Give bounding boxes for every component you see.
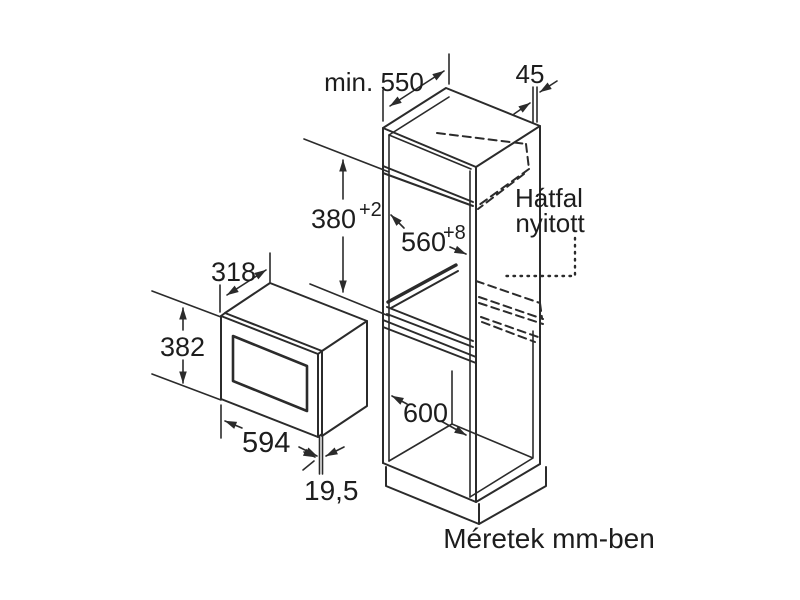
microwave-oven: [220, 282, 368, 438]
dim-rear-gap: 45: [513, 59, 558, 123]
dim-oven-width: 594: [220, 404, 316, 459]
cabinet-plinth: [385, 466, 547, 525]
cabinet-column: [382, 87, 547, 525]
label-niche-width: 560: [401, 227, 446, 257]
oven-door-window: [231, 334, 309, 413]
label-oven-depth: 318: [211, 257, 256, 287]
dim-lower-compartment-width: 600: [391, 395, 467, 436]
dim-cabinet-depth: min. 550: [324, 53, 450, 122]
label-door-protrusion: 19,5: [304, 475, 359, 506]
label-niche-height: 380: [311, 204, 356, 234]
diagram-caption: Méretek mm-ben: [443, 523, 655, 554]
oven-side-face: [321, 320, 368, 437]
dim-niche-height: 380 +2: [303, 138, 390, 317]
dim-oven-depth: 318: [211, 252, 271, 313]
label-oven-width: 594: [242, 427, 290, 459]
note-open-back-line2: nyitott: [515, 208, 585, 238]
label-lower-compartment-width: 600: [403, 398, 448, 428]
label-cabinet-depth: min. 550: [324, 67, 424, 97]
dim-niche-width: 560 +8: [390, 214, 467, 257]
note-open-back-line1: Hátfal: [515, 183, 583, 213]
dim-door-protrusion: 19,5: [298, 435, 359, 506]
niche-shelf: [382, 263, 477, 364]
label-rear-gap: 45: [516, 59, 545, 89]
dim-oven-height: 382: [151, 290, 222, 401]
label-niche-height-tolerance: +2: [359, 199, 382, 221]
label-niche-width-tolerance: +8: [443, 222, 466, 244]
open-back-dashed-lines: [436, 132, 544, 343]
note-leader-dotted: [501, 236, 577, 278]
label-oven-height: 382: [160, 332, 205, 362]
note-open-back: Hátfal nyitott: [501, 183, 585, 278]
